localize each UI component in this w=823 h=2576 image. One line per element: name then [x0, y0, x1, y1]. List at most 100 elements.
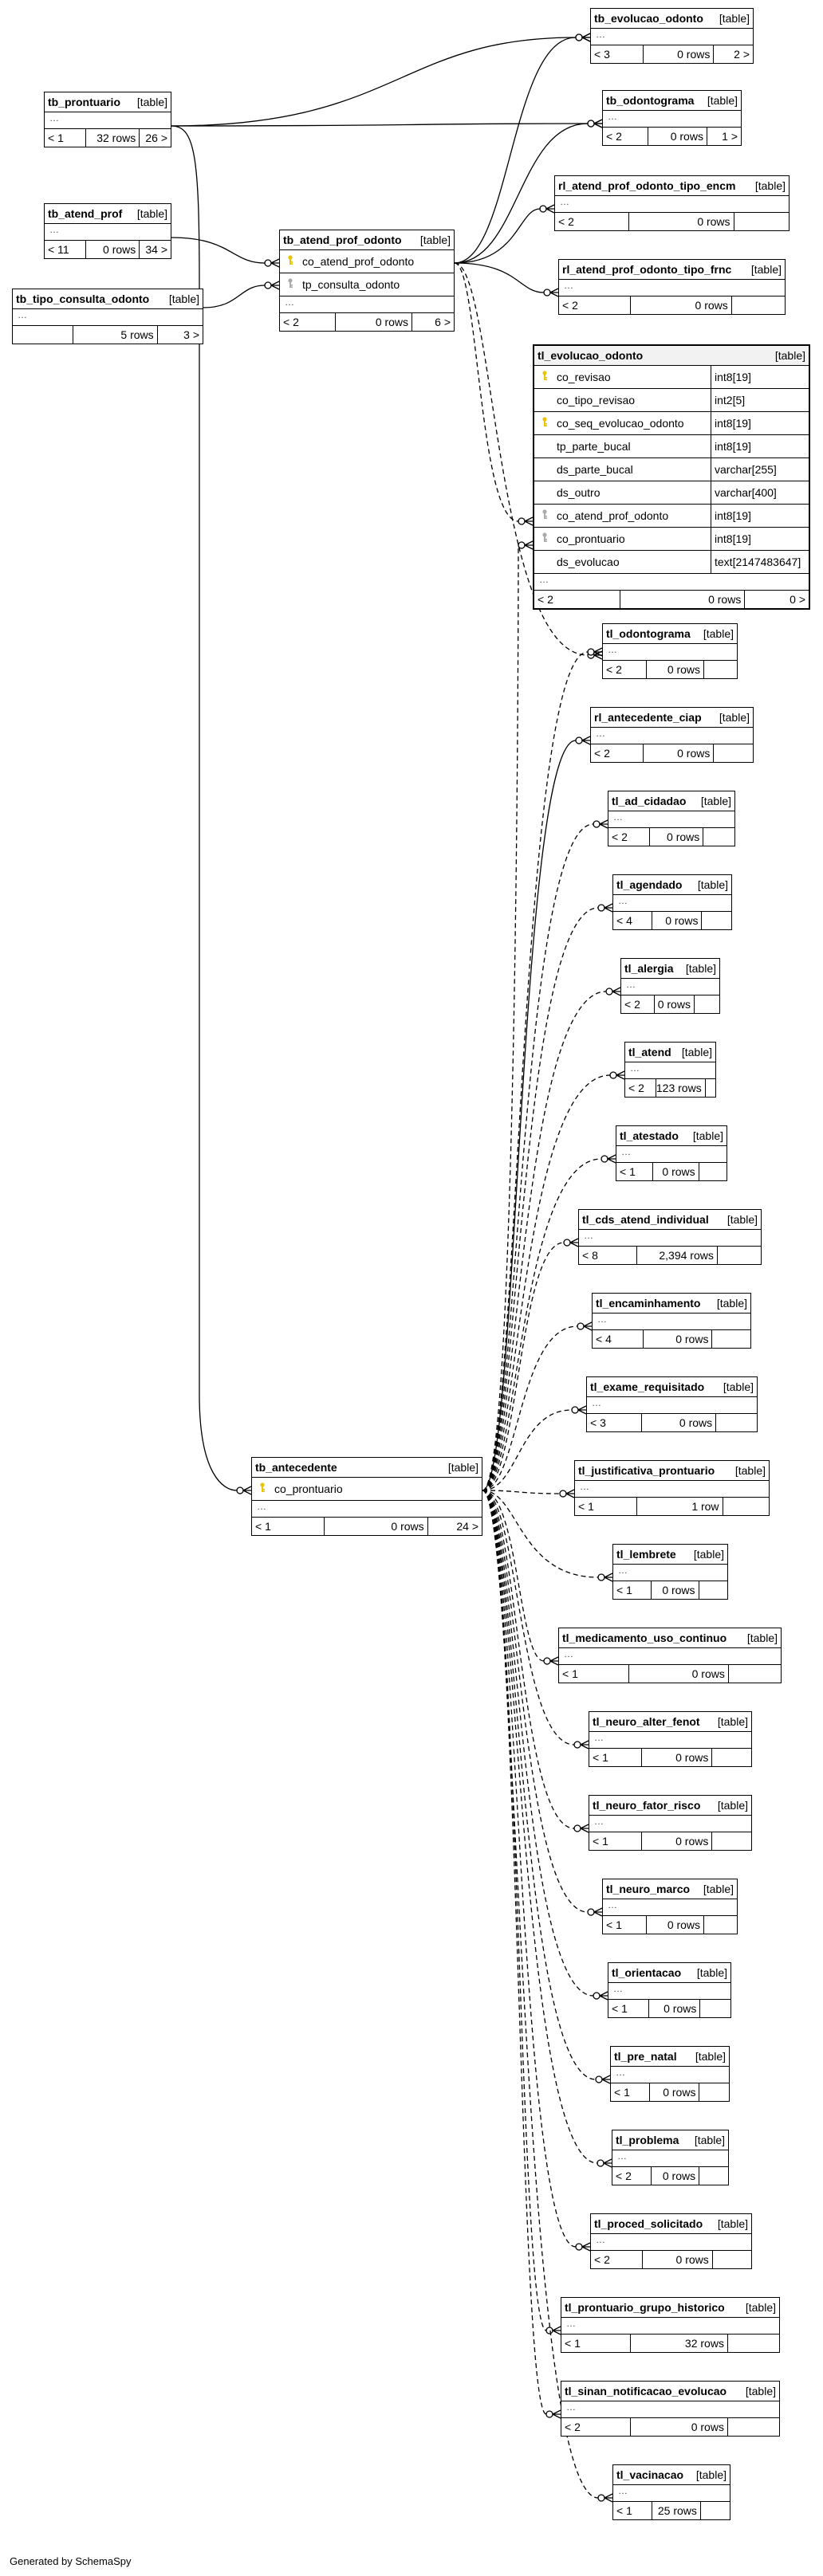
child-count-link[interactable]: 3 > — [183, 328, 199, 341]
parent-count-link[interactable]: < 2 — [591, 744, 644, 762]
table-name[interactable]: tl_evolucao_odonto — [538, 349, 644, 362]
table-name[interactable]: tl_atend — [628, 1046, 671, 1058]
parent-count-link[interactable]: < 1 — [561, 2334, 631, 2352]
parent-count-link[interactable]: < 1 — [613, 1581, 652, 1599]
child-count-link[interactable] — [699, 1163, 727, 1180]
child-count-link[interactable] — [712, 1330, 750, 1348]
table-name[interactable]: tl_proced_solicitado — [594, 2217, 703, 2230]
table-name[interactable]: tb_atend_prof — [48, 207, 123, 220]
table-name[interactable]: tl_odontograma — [606, 627, 691, 640]
table-name[interactable]: tl_encaminhamento — [596, 1297, 701, 1310]
parent-count-link[interactable]: < 1 — [616, 1163, 654, 1180]
child-count-link[interactable] — [732, 296, 785, 314]
child-count-link[interactable]: 1 > — [722, 130, 738, 143]
child-count-link[interactable] — [695, 995, 719, 1013]
table-name[interactable]: tb_odontograma — [606, 94, 695, 107]
child-count-link[interactable] — [716, 1414, 757, 1431]
parent-count-link[interactable]: < 2 — [591, 2251, 644, 2268]
table-name[interactable]: tl_lembrete — [616, 1548, 676, 1561]
parent-count-link[interactable]: < 2 — [621, 995, 655, 1013]
parent-count-link[interactable]: < 2 — [559, 296, 631, 314]
child-count-link[interactable] — [704, 661, 737, 678]
table-name[interactable]: tl_alergia — [624, 962, 674, 975]
child-count-link[interactable] — [704, 1916, 737, 1934]
child-count-link[interactable] — [702, 912, 731, 929]
child-count-link[interactable]: 2 > — [734, 48, 750, 61]
parent-count-link[interactable]: < 1 — [252, 1518, 325, 1535]
table-name[interactable]: tl_justificativa_prontuario — [578, 1464, 715, 1477]
table-name[interactable]: tl_medicamento_uso_continuo — [562, 1632, 727, 1644]
child-count-link[interactable] — [699, 2167, 728, 2185]
table-name[interactable]: tl_orientacao — [612, 1966, 682, 1979]
parent-count-link[interactable] — [13, 326, 74, 344]
parent-count-link[interactable]: < 2 — [561, 2418, 631, 2436]
child-count-link[interactable] — [729, 1665, 781, 1683]
child-count-link[interactable] — [701, 2502, 730, 2519]
table-name[interactable]: tl_exame_requisitado — [590, 1380, 705, 1393]
child-count-link[interactable]: 34 > — [145, 243, 167, 256]
table-node-tl-sinan-notificacao-evolucao[interactable]: tl_sinan_notificacao_evolucao[table]…< 2… — [561, 2381, 780, 2437]
table-name[interactable]: tl_neuro_marco — [606, 1883, 691, 1895]
child-count-link[interactable]: 6 > — [435, 316, 451, 328]
parent-count-link[interactable]: < 2 — [612, 2167, 652, 2185]
child-count-link[interactable] — [699, 1581, 727, 1599]
parent-count-link[interactable]: < 3 — [587, 1414, 642, 1431]
table-name[interactable]: tb_atend_prof_odonto — [283, 234, 402, 246]
table-name[interactable]: rl_antecedente_ciap — [594, 711, 702, 724]
child-count-link[interactable] — [718, 1247, 761, 1264]
table-name[interactable]: tl_agendado — [616, 878, 683, 891]
parent-count-link[interactable]: < 2 — [625, 1079, 656, 1097]
table-name[interactable]: tl_cds_atend_individual — [582, 1213, 709, 1226]
table-name[interactable]: tl_ad_cidadao — [612, 795, 687, 807]
child-count-link[interactable] — [728, 2334, 779, 2352]
child-count-link[interactable]: 26 > — [145, 132, 167, 144]
column-row[interactable]: co_atend_prof_odonto — [280, 250, 454, 273]
child-count-link[interactable] — [703, 828, 734, 846]
table-name[interactable]: tl_sinan_notificacao_evolucao — [565, 2385, 727, 2397]
child-count-link[interactable] — [712, 1749, 751, 1766]
parent-count-link[interactable]: < 11 — [45, 241, 87, 258]
parent-count-link[interactable]: < 1 — [613, 2502, 652, 2519]
child-count-link[interactable]: 24 > — [456, 1520, 478, 1533]
table-name[interactable]: tl_pre_natal — [614, 2050, 677, 2063]
column-row[interactable]: co_prontuario — [252, 1478, 482, 1501]
parent-count-link[interactable]: < 2 — [534, 591, 621, 608]
parent-count-link[interactable]: < 2 — [555, 213, 629, 230]
parent-count-link[interactable]: < 1 — [589, 1832, 642, 1850]
parent-count-link[interactable]: < 1 — [603, 1916, 648, 1934]
parent-count-link[interactable]: < 1 — [559, 1665, 630, 1683]
table-name[interactable]: tl_neuro_alter_fenot — [593, 1715, 700, 1728]
table-name[interactable]: tl_prontuario_grupo_historico — [565, 2301, 725, 2314]
parent-count-link[interactable]: < 3 — [591, 45, 644, 63]
parent-count-link[interactable]: < 4 — [593, 1330, 644, 1348]
parent-count-link[interactable]: < 1 — [608, 2000, 649, 2017]
parent-count-link[interactable]: < 1 — [45, 129, 87, 147]
parent-count-link[interactable]: < 1 — [589, 1749, 642, 1766]
table-name[interactable]: rl_atend_prof_odonto_tipo_frnc — [562, 263, 732, 276]
